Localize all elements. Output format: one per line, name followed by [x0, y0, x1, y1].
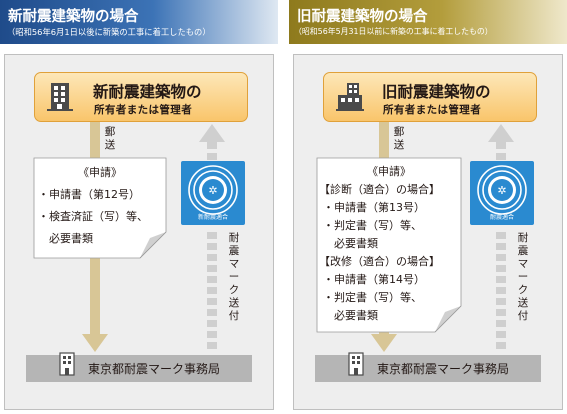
office-bar: 東京都耐震マーク事務局 — [26, 352, 252, 382]
mark-arrow-head — [199, 124, 225, 142]
office-building-icon — [59, 352, 75, 376]
owner-title: 新耐震建築物の — [93, 83, 202, 101]
seismic-mark-seal-icon: ✲ 耐震適合 — [470, 161, 534, 225]
request-line: 【診断（適合）の場合】 — [319, 183, 440, 196]
request-line: 必要書類 — [38, 232, 93, 245]
request-line: ・申請書（第12号） — [38, 188, 140, 201]
office-label: 東京都耐震マーク事務局 — [377, 362, 510, 376]
owner-box: 新耐震建築物の 所有者または管理者 — [34, 72, 248, 122]
request-line: ・検査済証（写）等、 — [38, 210, 148, 223]
office-bar: 東京都耐震マーク事務局 — [315, 352, 541, 382]
request-card-shape — [33, 157, 167, 259]
owner-subtitle: 所有者または管理者 — [383, 104, 482, 116]
request-line: ・判定書（写）等、 — [323, 219, 422, 232]
panel-header: 旧耐震建築物の場合 （昭和56年5月31日以前に新築の工事に着工したもの） — [289, 0, 567, 44]
request-card-shape — [316, 157, 462, 333]
request-heading: 《申請》 — [78, 166, 122, 179]
mail-label: 郵送 — [393, 126, 405, 151]
owner-title: 旧耐震建築物の — [382, 83, 491, 101]
panel-title: 新耐震建築物の場合 — [8, 9, 139, 25]
house-icon — [336, 83, 364, 111]
request-line: 必要書類 — [323, 309, 378, 322]
mail-arrow-head — [371, 334, 397, 352]
office-label: 東京都耐震マーク事務局 — [88, 362, 221, 376]
owner-box: 旧耐震建築物の 所有者または管理者 — [323, 72, 537, 122]
mail-arrow-head — [82, 334, 108, 352]
mark-arrow-head — [488, 124, 514, 142]
panel-old-building: 旧耐震建築物の場合 （昭和56年5月31日以前に新築の工事に着工したもの） — [289, 0, 567, 414]
seismic-mark-seal-icon: ✲ 新耐震適合 — [181, 161, 245, 225]
owner-subtitle: 所有者または管理者 — [94, 104, 193, 116]
panel-subtitle: （昭和56年5月31日以前に新築の工事に着工したもの） — [294, 27, 493, 36]
mark-arrow-shaft — [207, 142, 217, 349]
building-icon — [47, 83, 73, 111]
mark-arrow-shaft — [496, 142, 506, 349]
panel-new-building: 新耐震建築物の場合 （昭和56年6月1日以後に新築の工事に着工したもの） — [0, 0, 278, 414]
request-line: 必要書類 — [323, 237, 378, 250]
svg-text:✲: ✲ — [497, 184, 506, 197]
request-line: ・判定書（写）等、 — [323, 291, 422, 304]
panel-subtitle: （昭和56年6月1日以後に新築の工事に着工したもの） — [7, 27, 211, 37]
mark-label: 耐震マーク送付 — [517, 232, 529, 322]
panel-title: 旧耐震建築物の場合 — [297, 9, 428, 25]
seal-text: 耐震適合 — [489, 214, 514, 221]
mark-label: 耐震マーク送付 — [228, 232, 240, 322]
office-building-icon — [348, 352, 364, 376]
request-line: 【改修（適合）の場合】 — [319, 255, 440, 268]
panel-header: 新耐震建築物の場合 （昭和56年6月1日以後に新築の工事に着工したもの） — [0, 0, 278, 44]
request-line: ・申請書（第13号） — [323, 201, 425, 214]
svg-text:✲: ✲ — [208, 184, 217, 197]
mail-label: 郵送 — [104, 126, 116, 151]
request-line: ・申請書（第14号） — [323, 273, 425, 286]
request-heading: 《申請》 — [367, 165, 411, 178]
seal-text: 新耐震適合 — [197, 214, 228, 221]
